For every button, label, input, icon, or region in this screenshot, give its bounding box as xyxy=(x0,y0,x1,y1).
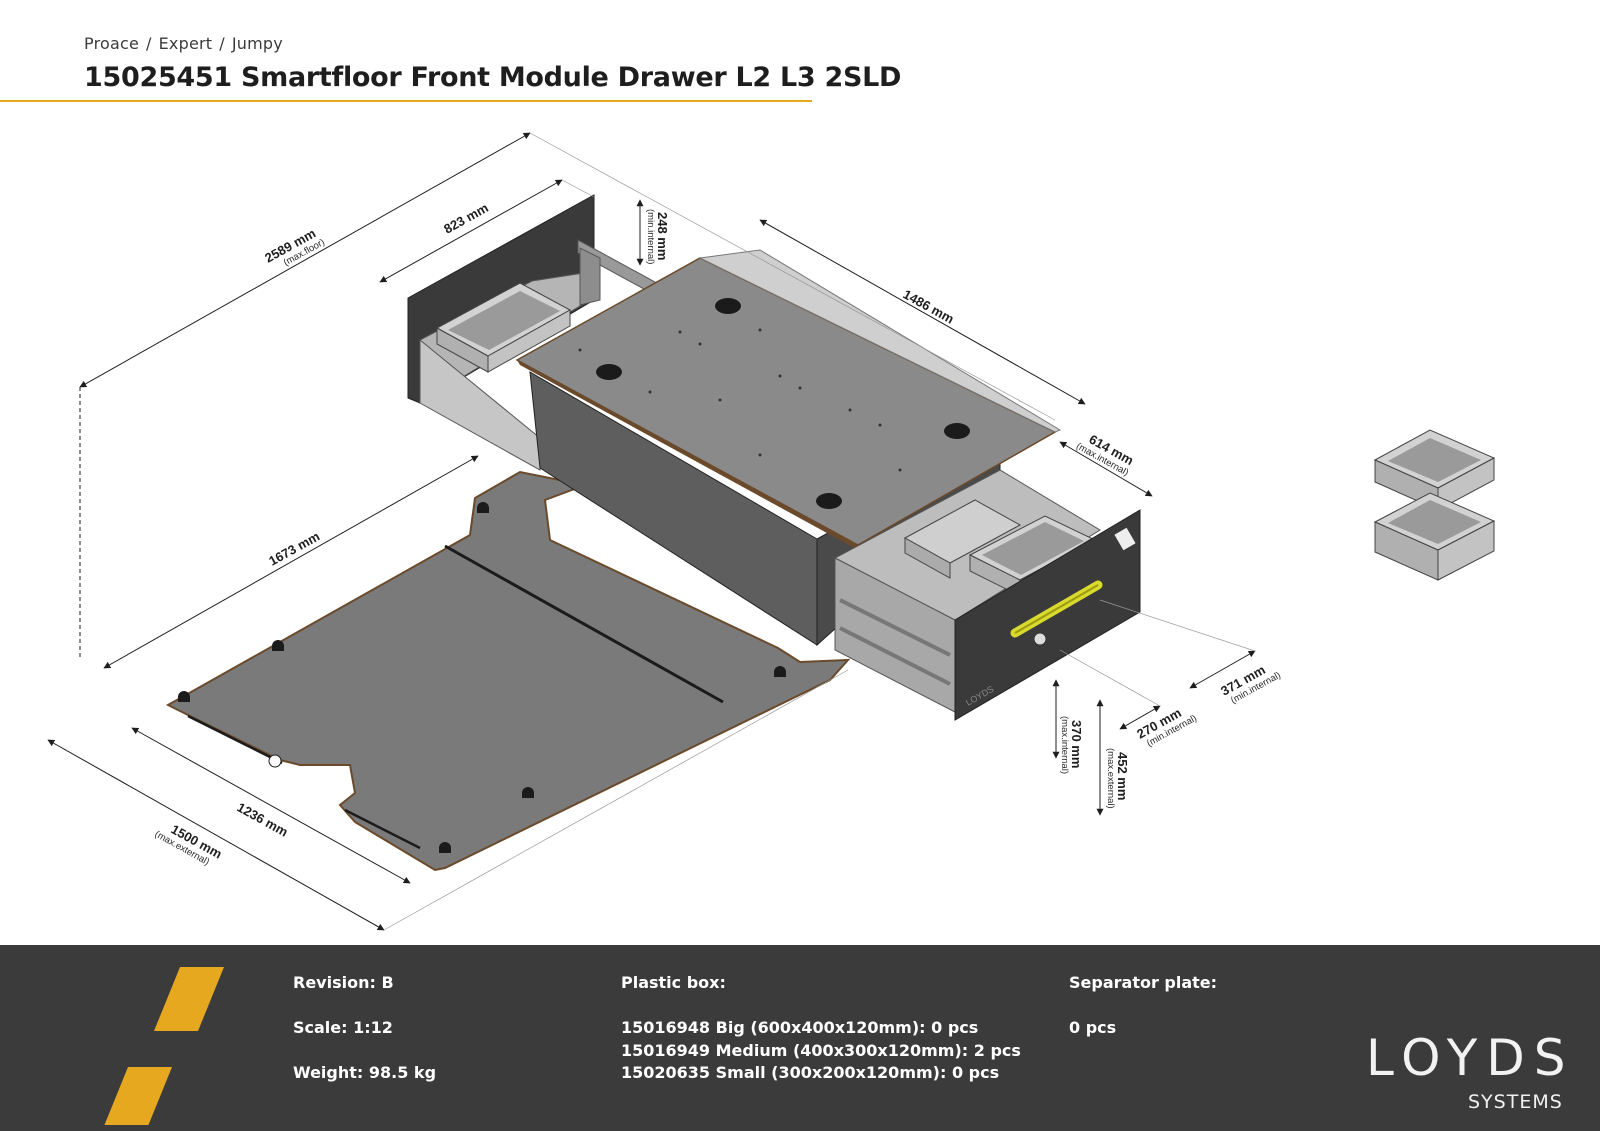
separator-plate-value: 0 pcs xyxy=(1069,1018,1117,1037)
front-drawer: LOYDS xyxy=(833,469,1141,721)
footer-info-bar: Revision: B Scale: 1:12 Weight: 98.5 kg … xyxy=(0,945,1600,1131)
loyds-logo: LOYDS xyxy=(1366,1029,1575,1087)
scale-label: Scale: 1:12 xyxy=(293,1018,393,1037)
dimension-label: 452 mm xyxy=(1115,752,1130,800)
brand-stripe-icon xyxy=(104,967,224,1125)
cable-gland-icon xyxy=(596,298,970,509)
breadcrumb-item-proace[interactable]: Proace xyxy=(84,34,140,53)
separator-plate-title: Separator plate: xyxy=(1069,973,1218,992)
dimension-lines xyxy=(47,132,1256,931)
dimension-label: 1236 mm xyxy=(235,800,291,840)
dimension-note: (min.internal) xyxy=(645,209,656,264)
plastic-box-item: 15016949 Medium (400x300x120mm): 2 pcs xyxy=(621,1041,1021,1060)
technical-drawing: LOYDS 2589 mm (max.floo xyxy=(47,132,1496,931)
title-underline xyxy=(0,100,812,102)
page-title: 15025451 Smartfloor Front Module Drawer … xyxy=(84,62,902,93)
dimension-label: 370 mm xyxy=(1069,720,1084,768)
dimension-note: (max.external) xyxy=(1105,748,1116,809)
plastic-box-item: 15016948 Big (600x400x120mm): 0 pcs xyxy=(621,1018,979,1037)
loyds-logo-sub: SYSTEMS xyxy=(1468,1091,1563,1113)
plastic-box-item: 15020635 Small (300x200x120mm): 0 pcs xyxy=(621,1063,1000,1082)
dimension-label: 248 mm xyxy=(655,212,670,260)
breadcrumb: Proace/Expert/Jumpy xyxy=(84,34,283,53)
dimension-label: 823 mm xyxy=(441,200,491,237)
plastic-box-stack xyxy=(1373,429,1496,581)
plastic-box-front xyxy=(903,499,1097,597)
plastic-box-title: Plastic box: xyxy=(621,973,726,992)
drawer-handle xyxy=(1010,580,1103,646)
weight-label: Weight: 98.5 kg xyxy=(293,1063,437,1082)
dimension-label: 1486 mm xyxy=(901,287,957,327)
breadcrumb-item-jumpy[interactable]: Jumpy xyxy=(231,34,283,53)
breadcrumb-item-expert[interactable]: Expert xyxy=(158,34,213,53)
dimension-note: (max.internal) xyxy=(1059,716,1070,774)
revision-label: Revision: B xyxy=(293,973,394,992)
